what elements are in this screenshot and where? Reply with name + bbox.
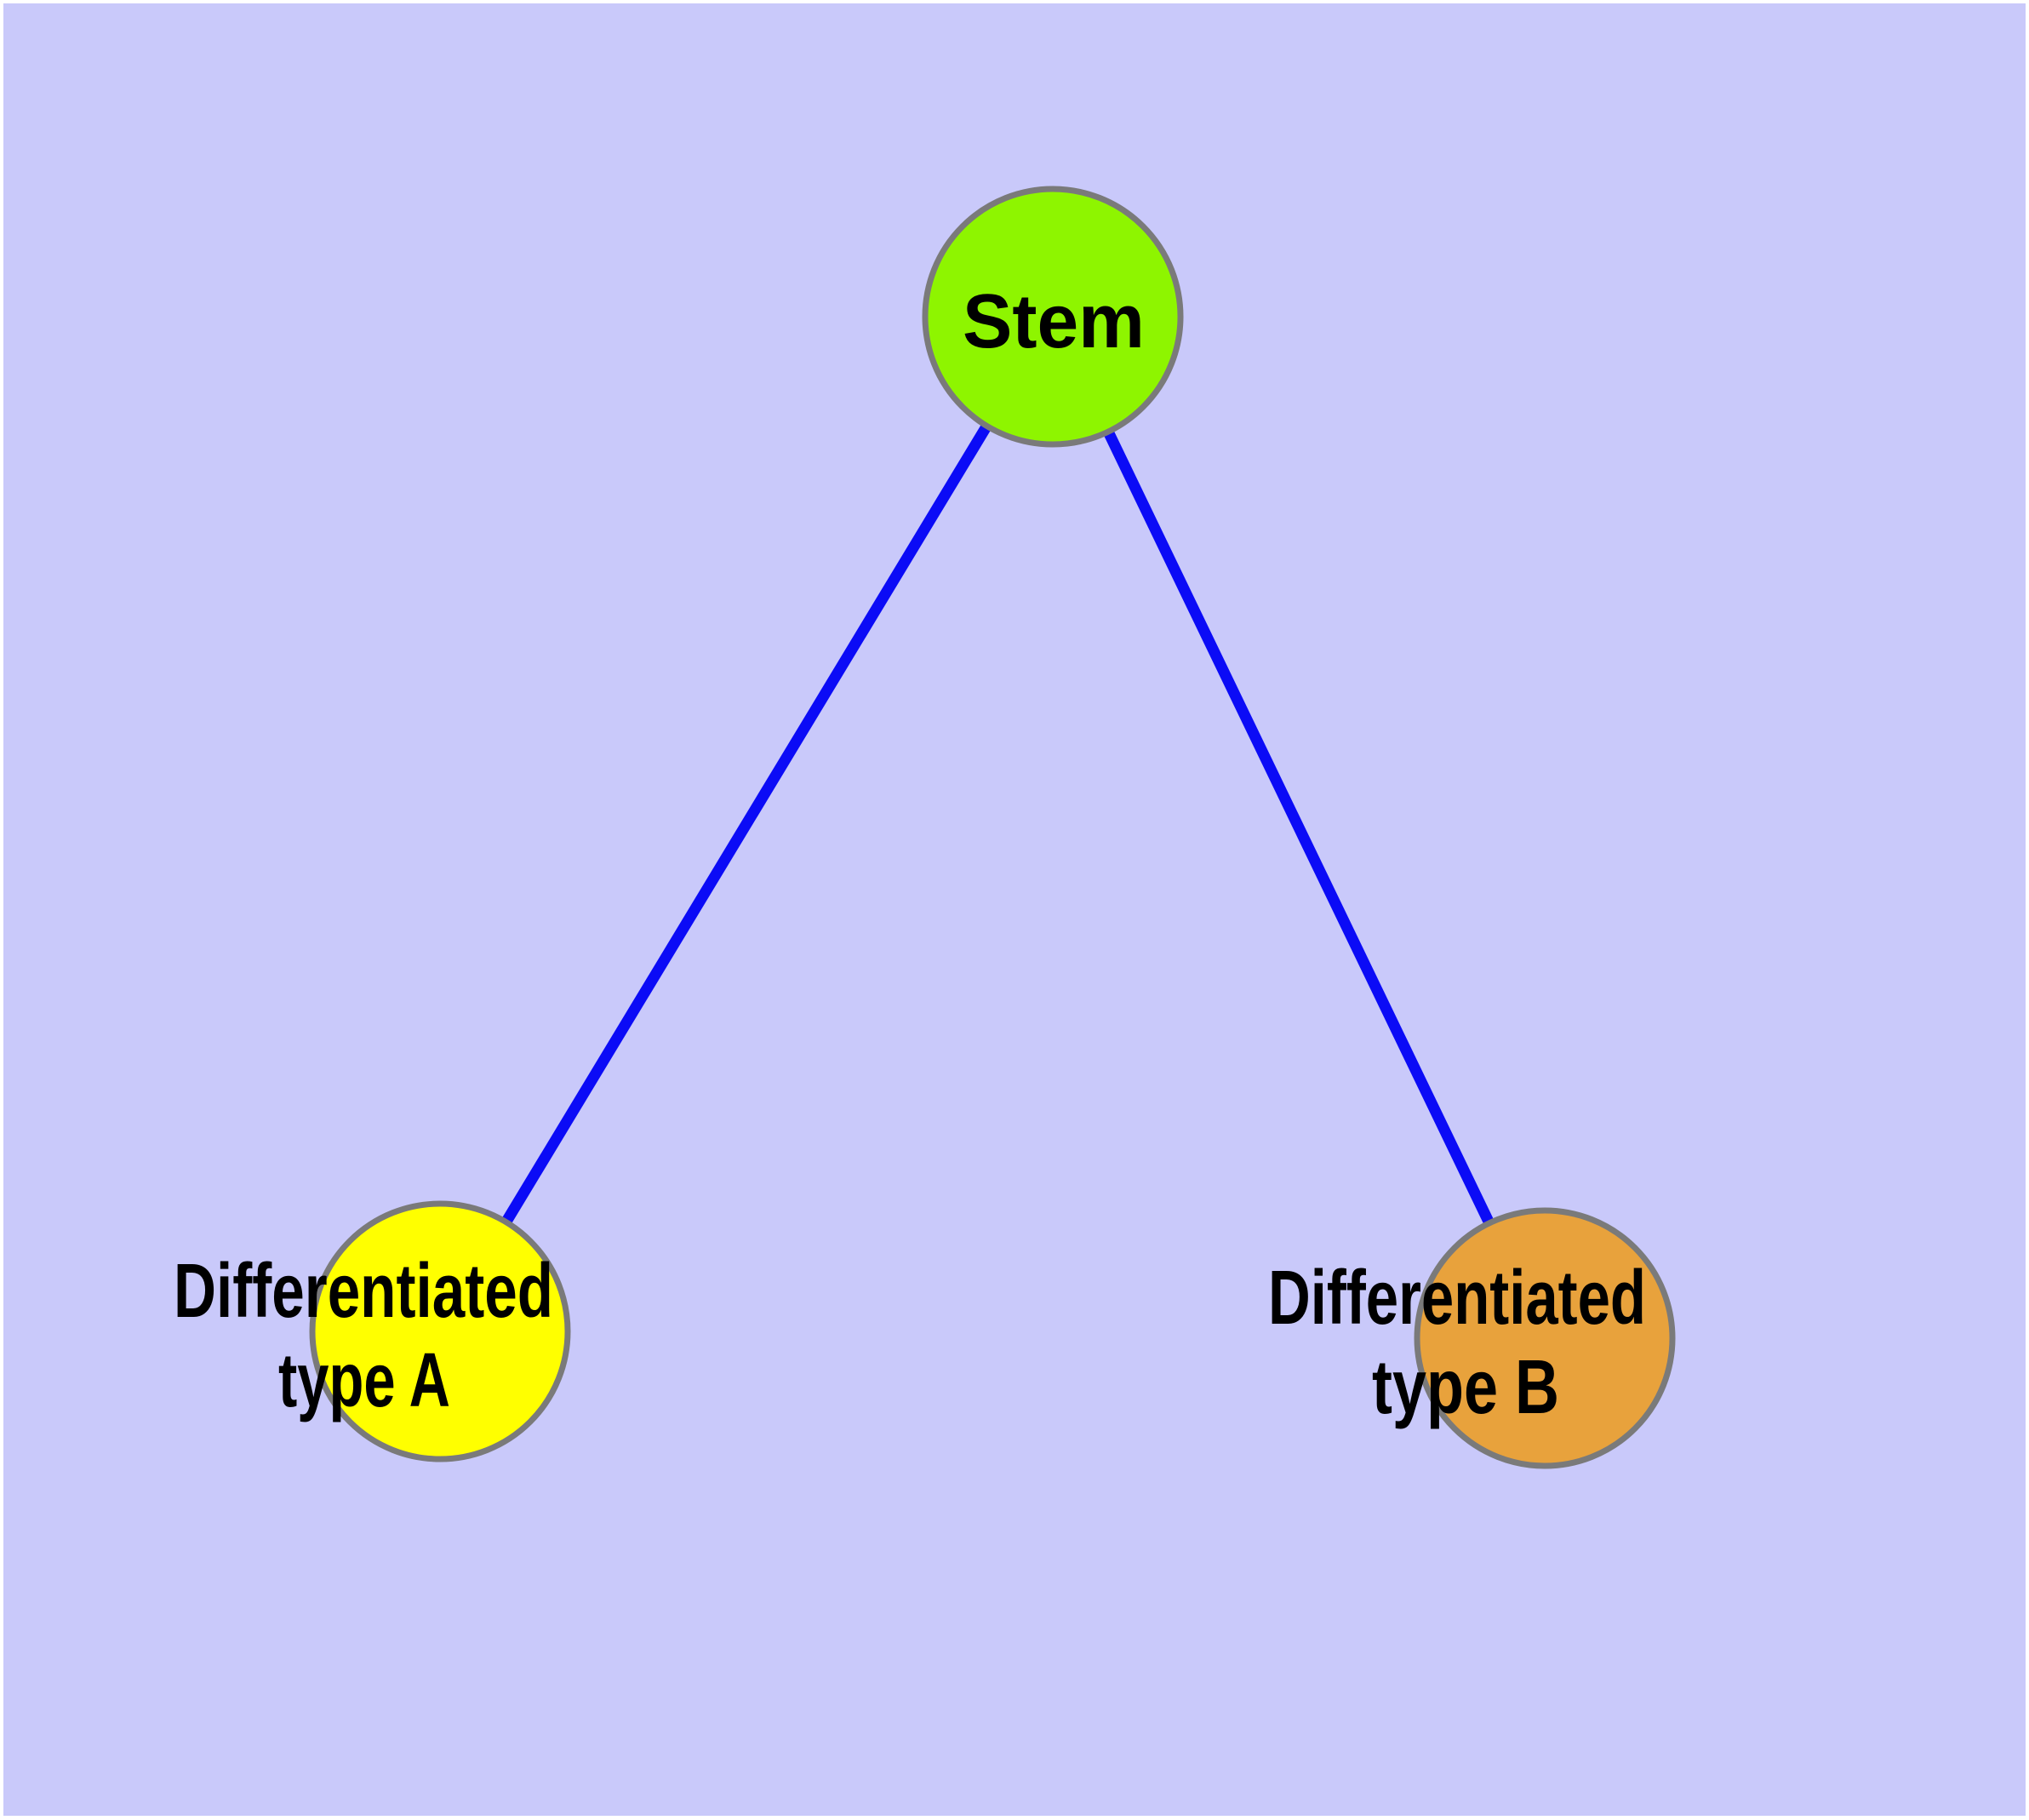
node-type-a-label-line2: type A <box>278 1338 450 1423</box>
edge-stem-to-type-b <box>1048 314 1550 1341</box>
node-type-b-label-line1: Differentiated <box>1268 1256 1646 1341</box>
edge-stem-to-type-a <box>435 313 1058 1335</box>
node-type-a <box>309 1200 571 1462</box>
node-type-a-label-line1: Differentiated <box>174 1249 553 1334</box>
node-type-b-label-line2: type B <box>1372 1345 1559 1430</box>
node-type-b <box>1414 1207 1676 1469</box>
node-stem-label: Stem <box>963 279 1145 364</box>
node-stem <box>922 186 1184 448</box>
